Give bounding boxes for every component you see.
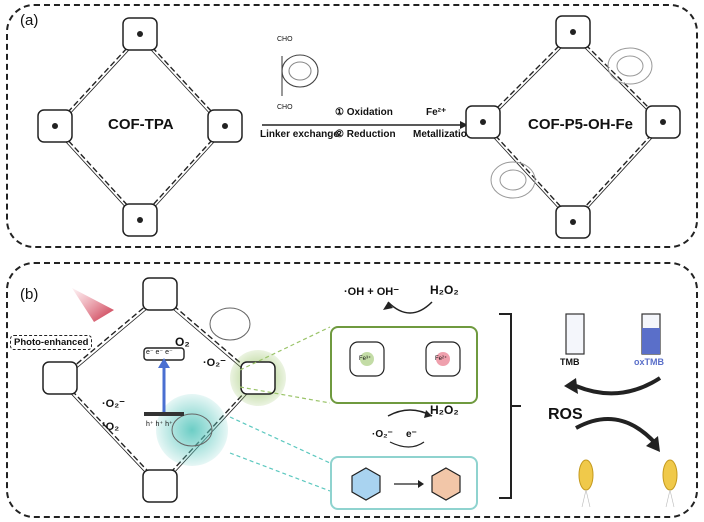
hole-label: h⁺ h⁺ h⁺ <box>146 421 173 428</box>
superoxide-right-label: ·O₂⁻ <box>203 357 226 369</box>
superoxide-mid-label: ·O₂⁻ <box>372 429 393 440</box>
inset-connectors <box>229 326 331 492</box>
o2-label: O₂ <box>175 335 190 349</box>
step-oxidation: ① Oxidation <box>335 107 393 118</box>
linker-molecule <box>281 54 319 96</box>
linker-cho-bottom: CHO <box>277 104 293 111</box>
fe-porphyrin-structures <box>349 341 461 377</box>
bacteria-icons <box>578 459 678 508</box>
ros-cycle-arrows <box>564 376 662 452</box>
redox-arrow-mid <box>387 409 433 448</box>
cof-p5-oh-fe-label: COF-P5-OH-Fe <box>528 116 633 133</box>
reaction-arrow <box>262 121 468 129</box>
panel-b-frame <box>6 262 698 518</box>
step-linker-exchange: Linker exchange <box>260 129 339 140</box>
band-diagram <box>143 347 185 416</box>
panel-b-label: (b) <box>20 286 39 303</box>
electron-mid-label: e⁻ <box>406 429 417 440</box>
panel-a-label: (a) <box>20 12 39 29</box>
cof-framework-b <box>42 277 286 503</box>
oh-products-label: ·OH + OH⁻ <box>344 286 400 298</box>
cof-tpa-label: COF-TPA <box>108 116 174 133</box>
cof-p5-oh-fe-framework <box>465 15 681 239</box>
step-reduction: ② Reduction <box>335 129 396 140</box>
hydroquinone-quinone-structures <box>351 467 461 501</box>
h2o2-mid-label: H₂O₂ <box>430 403 459 417</box>
superoxide-left-label: ·O₂⁻ <box>102 398 125 410</box>
panel-a-frame <box>6 4 698 248</box>
photo-enhanced-box: Photo-enhanced <box>10 335 93 350</box>
step-fe-reagent: Fe²⁺ <box>426 107 447 118</box>
singlet-oxygen-label: ¹O₂ <box>102 421 120 433</box>
tmb-label: TMB <box>560 357 580 367</box>
fe-porphyrin-inset <box>330 326 478 404</box>
bracket <box>499 313 521 499</box>
cof-tpa-framework <box>37 17 243 237</box>
step-metallization: Metallization <box>413 129 474 140</box>
electron-label: e⁻ e⁻ e⁻ <box>146 349 173 356</box>
light-source-icon <box>72 288 114 322</box>
linker-cho-top: CHO <box>277 36 293 43</box>
fe3-label: Fe³⁺ <box>359 356 372 362</box>
ros-label: ROS <box>548 406 583 423</box>
fe2-label: Fe²⁺ <box>435 356 448 362</box>
oxtmb-label: oxTMB <box>634 357 664 367</box>
tmb-vials <box>565 313 661 355</box>
h2o2-top-label: H₂O₂ <box>430 283 459 297</box>
fenton-arrow-top <box>383 301 433 314</box>
